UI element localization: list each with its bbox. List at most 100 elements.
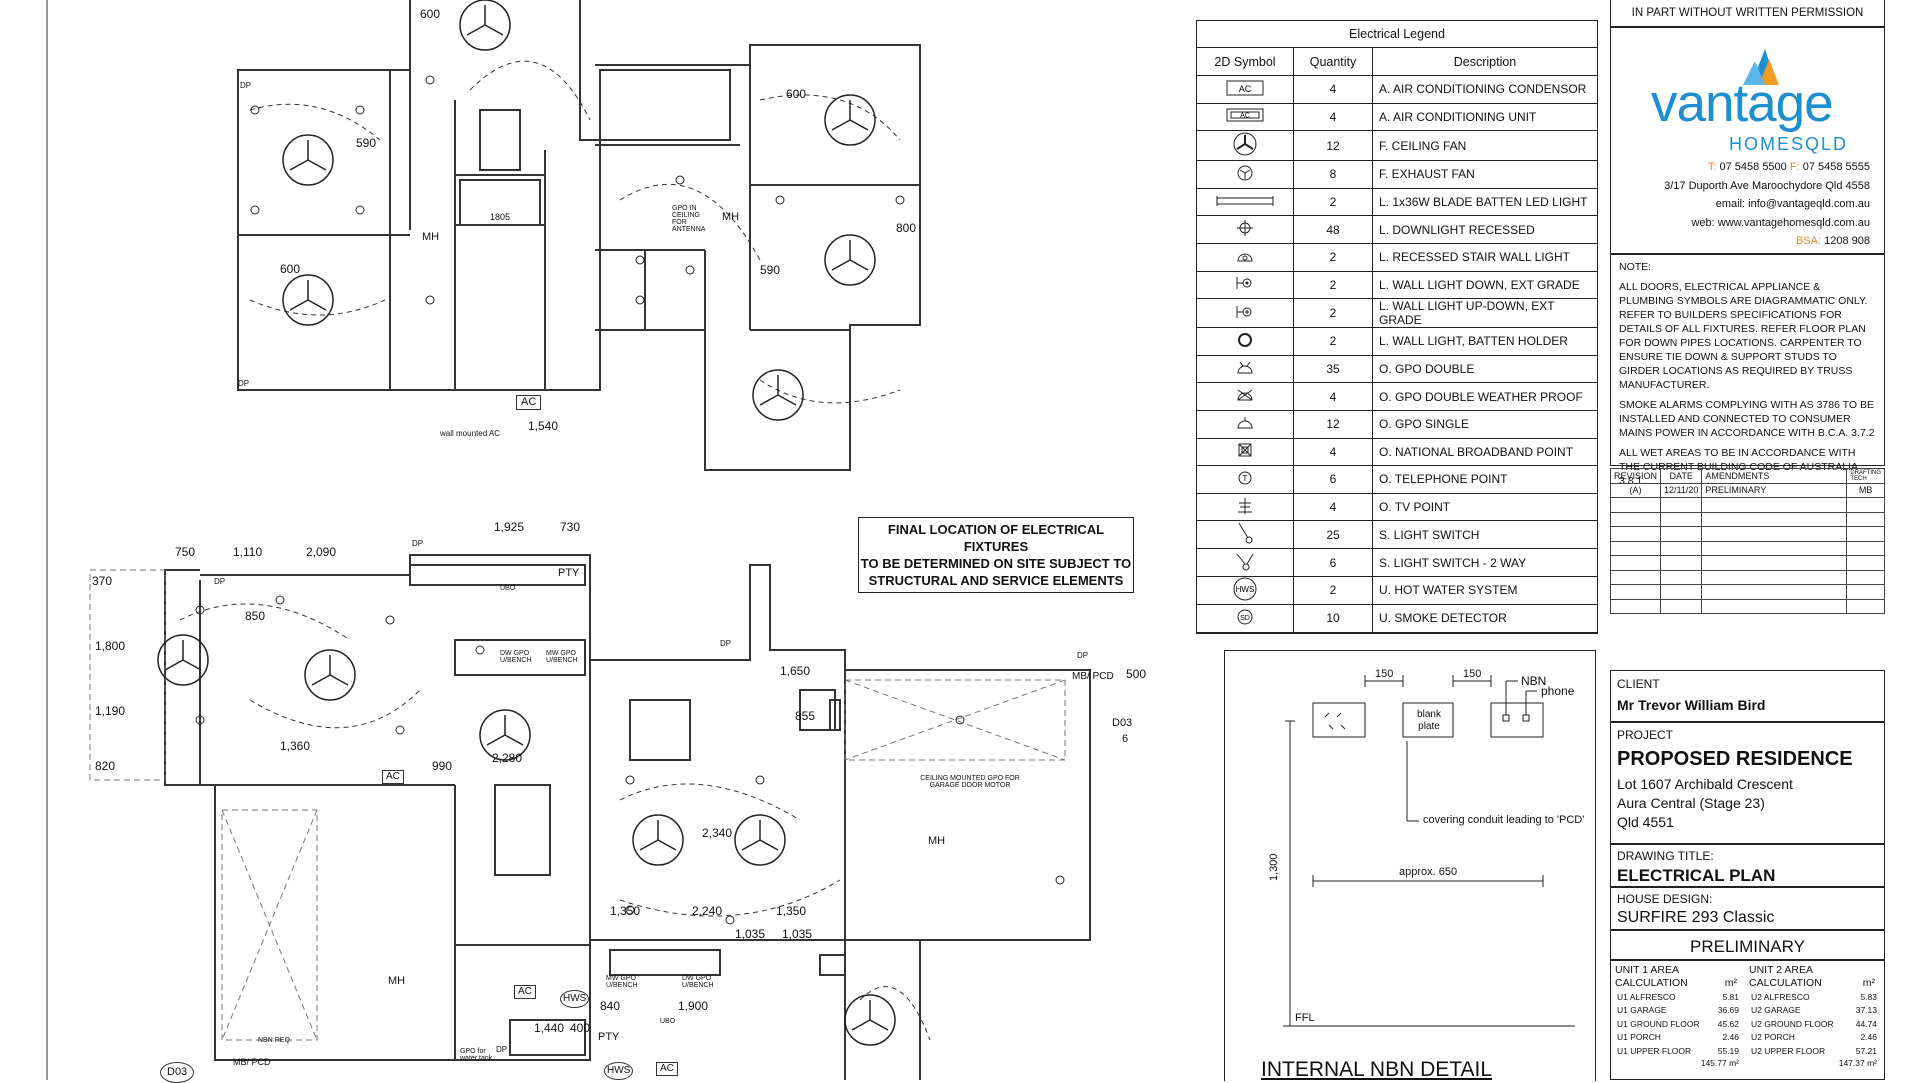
legend-description: L. WALL LIGHT DOWN, EXT GRADE: [1372, 271, 1597, 300]
legend-description: F. EXHAUST FAN: [1372, 160, 1597, 189]
area1-total: 145.77 m²: [1700, 1057, 1739, 1068]
legend-quantity: 10: [1293, 604, 1373, 633]
project-address: Lot 1607 Archibald Crescent Aura Central…: [1617, 775, 1878, 832]
dim: 1,900: [678, 999, 709, 1013]
height-label: 1,300: [1268, 853, 1280, 881]
d03-sub: 6: [1122, 733, 1129, 745]
area1-heading1: UNIT 1 AREA: [1615, 964, 1679, 976]
rev-cell: PRELIMINARY: [1701, 482, 1848, 498]
area-label: U2 UPPER FLOOR: [1751, 1045, 1826, 1056]
bsa-line: BSA: 1208 908: [1664, 232, 1870, 251]
area1-heading2-text: CALCULATION: [1615, 977, 1688, 989]
conduit-label: covering conduit leading to 'PCD': [1423, 814, 1585, 826]
mw-gpo-label: MW GPO U/BENCH: [546, 650, 578, 664]
d03-label: D03: [1112, 717, 1133, 729]
area2-heading2-text: CALCULATION: [1749, 977, 1822, 989]
batten-holder-icon: [1197, 327, 1294, 356]
note-2: SMOKE ALARMS COMPLYING WITH AS 3786 TO B…: [1619, 399, 1875, 439]
note-line: STRUCTURAL AND SERVICE ELEMENTS: [868, 573, 1124, 588]
wall-light-down-icon: [1197, 271, 1294, 300]
dim: 2,240: [692, 904, 723, 918]
dim: 2,280: [492, 751, 523, 765]
dp-label: DP: [238, 379, 250, 388]
dim: 990: [432, 759, 453, 773]
dim: 600: [786, 87, 807, 101]
copyright-line: IN PART WITHOUT WRITTEN PERMISSION: [1631, 7, 1864, 19]
dim: 800: [896, 221, 917, 235]
house-design-label: HOUSE DESIGN:: [1617, 892, 1713, 906]
ceiling-fan-icon: [1197, 130, 1294, 162]
area-value: 5.83: [1860, 991, 1877, 1002]
area-label: U1 PORCH: [1617, 1032, 1661, 1043]
web-line: web: www.vantagehomesqld.com.au: [1691, 216, 1870, 229]
legend-quantity: 6: [1293, 548, 1373, 577]
logo-wordmark: vantage: [1651, 74, 1834, 133]
area-value: 37.13: [1855, 1005, 1877, 1016]
dim: 600: [280, 262, 301, 276]
light-switch-icon: [1197, 520, 1294, 550]
svg-text:T: T: [1243, 474, 1248, 483]
dim: 2,340: [702, 826, 733, 840]
ac-label: AC: [382, 770, 404, 784]
legend-title: Electrical Legend: [1197, 21, 1597, 48]
svg-text:AC: AC: [1239, 84, 1252, 94]
ac-condensor-icon: AC: [1197, 75, 1294, 104]
dim-150-a: 150: [1375, 668, 1394, 680]
wall-ac-label: wall mounted AC: [440, 429, 501, 438]
area-value: 2.46: [1860, 1032, 1877, 1043]
mh-label: MH: [928, 835, 946, 847]
dp-label: DP: [720, 639, 732, 648]
notes-box: NOTE: ALL DOORS, ELECTRICAL APPLIANCE & …: [1610, 253, 1885, 487]
dim: 850: [245, 609, 266, 623]
area-value: 36.69: [1717, 1005, 1739, 1016]
status-box: PRELIMINARY: [1610, 929, 1885, 961]
electrical-legend: Electrical Legend 2D Symbol Quantity Des…: [1196, 20, 1598, 634]
nbn-req-label: NBN REQ.: [258, 1037, 292, 1044]
copyright-box: IN PART WITHOUT WRITTEN PERMISSION: [1610, 0, 1885, 28]
drawing-title-label: DRAWING TITLE:: [1617, 849, 1714, 863]
title-block: IN PART WITHOUT WRITTEN PERMISSION vanta…: [1609, 0, 1885, 1080]
batten-light-icon: [1197, 188, 1294, 217]
dim: 855: [795, 709, 816, 723]
area-value: 5.81: [1722, 991, 1739, 1002]
drawing-title: ELECTRICAL PLAN: [1617, 866, 1776, 885]
email-line: email: info@vantageqld.com.au: [1715, 198, 1870, 210]
dim: 1,925: [494, 520, 525, 534]
legend-header-quantity: Quantity: [1293, 48, 1373, 76]
telephone-point-icon: T: [1197, 465, 1294, 494]
legend-quantity: 2: [1293, 298, 1373, 329]
bsa-label: BSA:: [1795, 235, 1822, 247]
company-box: vantage HOMESQLD T: 07 5458 5500 F: 07 5…: [1610, 26, 1885, 255]
dim: 1,650: [780, 664, 811, 678]
final-location-note: FINAL LOCATION OF ELECTRICAL FIXTURES TO…: [858, 517, 1134, 593]
area1-heading2: CALCULATION m²: [1615, 977, 1745, 990]
dim: 2,090: [306, 545, 337, 559]
light-switch-2way-icon: [1197, 548, 1294, 577]
blank-plate-label: blank plate: [1417, 709, 1441, 732]
gpo-weatherproof-icon: [1197, 382, 1294, 411]
legend-quantity: 2: [1293, 243, 1373, 272]
address-line-3: Qld 4551: [1617, 814, 1674, 830]
rev-header: DATE: [1660, 468, 1703, 484]
legend-quantity: 12: [1293, 130, 1373, 162]
legend-description: F. CEILING FAN: [1372, 130, 1597, 162]
legend-quantity: 4: [1293, 493, 1373, 522]
legend-description: L. WALL LIGHT UP-DOWN, EXT GRADE: [1372, 298, 1597, 329]
